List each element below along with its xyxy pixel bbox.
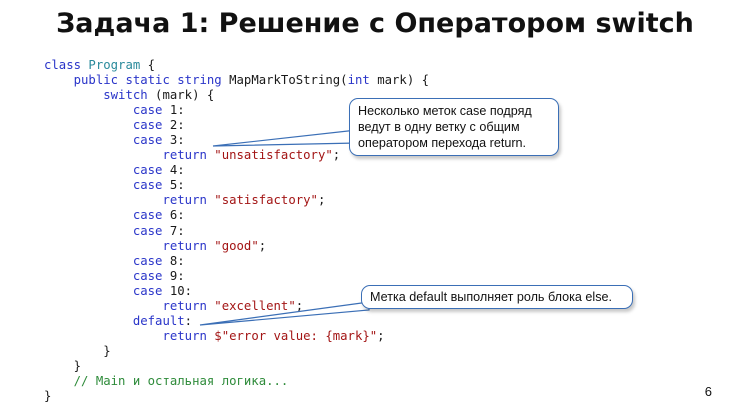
code-line: case 10: [44, 284, 429, 299]
code-token: "satisfactory" [214, 193, 318, 208]
code-line: } [44, 344, 429, 359]
code-token: "excellent" [214, 298, 296, 313]
code-line: class Program { [44, 58, 429, 73]
code-token: ; [332, 148, 341, 163]
code-line: case 2: [44, 118, 429, 133]
code-line: case 1: [44, 103, 429, 118]
code-line: return "unsatisfactory"; [44, 148, 429, 163]
code-token: 9: [162, 268, 185, 283]
code-token: : [184, 313, 193, 328]
code-line: case 6: [44, 208, 429, 223]
code-token: case [132, 223, 163, 238]
code-line: } [44, 359, 429, 374]
code-line: return "excellent"; [44, 299, 429, 314]
code-token: ; [317, 193, 326, 208]
code-token: // Main и остальная логика... [73, 373, 289, 388]
code-line: return $"error value: {mark}"; [44, 329, 429, 344]
code-line: case 5: [44, 178, 429, 193]
code-token: 8: [162, 253, 185, 268]
code-token: 2: [162, 118, 185, 133]
code-token: case [132, 178, 163, 193]
code-token: ; [295, 298, 304, 313]
callout-pointer-case [212, 129, 358, 147]
code-line: public static string MapMarkToString(int… [44, 73, 429, 88]
code-line: default: [44, 314, 429, 329]
callout-case-note: Несколько меток case подряд ведут в одну… [349, 98, 559, 156]
code-token: 10: [162, 283, 193, 298]
code-token: return [162, 328, 215, 343]
code-token: case [132, 208, 163, 223]
code-token: $"error value: {mark}" [214, 328, 378, 343]
code-token: 4: [162, 163, 185, 178]
code-token: case [132, 283, 163, 298]
code-token: mark) { [369, 73, 430, 88]
code-token: int [347, 73, 370, 88]
code-block: class Program { public static string Map… [44, 58, 429, 404]
code-token: case [132, 268, 163, 283]
code-token: return [162, 238, 215, 253]
code-line: return "good"; [44, 239, 429, 254]
code-token: } [44, 389, 52, 404]
code-token: case [132, 103, 163, 118]
code-token: 1: [162, 103, 185, 118]
code-token: return [162, 193, 215, 208]
code-token: MapMarkToString( [229, 73, 348, 88]
code-token: 7: [162, 223, 185, 238]
callout-default-note: Метка default выполняет роль блока else. [361, 285, 633, 309]
code-line: case 9: [44, 269, 429, 284]
code-token: "unsatisfactory" [214, 148, 333, 163]
code-token: ; [258, 238, 267, 253]
code-token: case [132, 133, 163, 148]
code-line: // Main и остальная логика... [44, 374, 429, 389]
code-line: case 7: [44, 224, 429, 239]
code-token: default [132, 313, 185, 328]
code-token: case [132, 118, 163, 133]
code-token: } [44, 343, 111, 358]
code-token: "good" [214, 238, 259, 253]
callout-pointer-default [199, 301, 370, 326]
code-token: return [162, 148, 215, 163]
code-token: 3: [162, 133, 185, 148]
code-token: ; [377, 328, 385, 343]
code-line: } [44, 389, 429, 404]
code-line: case 8: [44, 254, 429, 269]
code-token: 5: [162, 178, 185, 193]
code-token: case [132, 253, 163, 268]
code-token: { [140, 58, 156, 72]
code-token: } [44, 358, 82, 373]
code-token: class [44, 58, 89, 72]
code-token: return [162, 298, 215, 313]
code-line: return "satisfactory"; [44, 193, 429, 208]
code-token: 6: [162, 208, 185, 223]
slide-title: Задача 1: Решение с Оператором switch [56, 8, 694, 39]
page-number: 6 [704, 384, 712, 399]
code-line: case 3: [44, 133, 429, 148]
code-token: public static string [73, 73, 230, 88]
code-token: switch [103, 88, 148, 103]
code-token: case [132, 163, 163, 178]
code-line: case 4: [44, 163, 429, 178]
code-line: switch (mark) { [44, 88, 429, 103]
code-token: (mark) { [147, 88, 215, 103]
code-token: Program [88, 58, 141, 72]
